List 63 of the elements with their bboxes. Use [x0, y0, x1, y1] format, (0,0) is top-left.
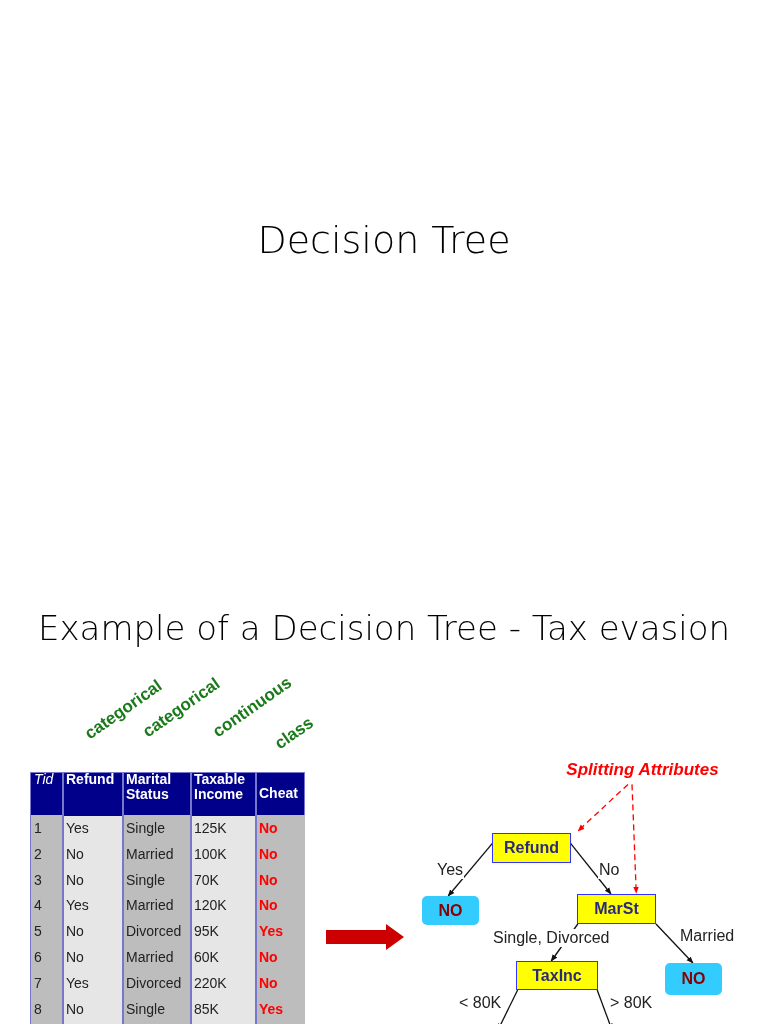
edge-label: Single, Divorced — [492, 929, 611, 947]
header-cell-text: Taxable Income — [193, 772, 247, 802]
table-cell-text: 125K — [193, 819, 228, 838]
table-cell-text: Yes — [65, 819, 90, 838]
table-cell-text: No — [258, 948, 279, 967]
dashed-arrow — [631, 783, 639, 894]
table-cell-text: No — [258, 973, 279, 993]
table-cell-text: Married — [125, 948, 175, 967]
arrow — [596, 989, 613, 1024]
table-cell-text: Divorced — [125, 922, 183, 942]
slide-title: Decision Tree — [256, 218, 512, 262]
header-cell-text: Refund — [65, 772, 116, 789]
header-cell-text: Marital Status — [125, 772, 173, 802]
table-cell-text: 7 — [33, 973, 43, 993]
arrow — [655, 923, 694, 964]
arrow — [447, 842, 494, 897]
table-cell-text: 1 — [33, 819, 43, 838]
table-cell-text: No — [65, 922, 85, 942]
table-cell-text: 3 — [33, 870, 43, 890]
edge-label: No — [598, 861, 621, 879]
dashed-arrow — [577, 783, 629, 832]
table-cell-text: 4 — [33, 896, 43, 916]
table-cell-text: No — [258, 819, 279, 838]
table-cell-text: 8 — [33, 999, 43, 1019]
table-cell-text: 85K — [193, 999, 220, 1019]
arrow — [569, 842, 612, 895]
table-cell-text: Single — [125, 999, 166, 1019]
table-cell-text: No — [65, 999, 85, 1019]
arrow — [497, 989, 519, 1024]
table-cell-text: Yes — [65, 973, 90, 993]
table-cell-text: 6 — [33, 948, 43, 967]
split-node-box: TaxInc — [516, 961, 598, 990]
table-cell-text: 5 — [33, 922, 43, 942]
table-cell-text: Yes — [258, 922, 285, 942]
table-cell-text: 60K — [193, 948, 220, 967]
table-cell-text: Single — [125, 870, 166, 890]
split-node-box: MarSt — [577, 894, 656, 924]
table-cell-text: 100K — [193, 844, 228, 864]
table-cell-text: 220K — [193, 973, 228, 993]
leaf-node-box: NO — [665, 963, 722, 995]
table-cell-text: No — [65, 870, 85, 890]
table-cell-text: Yes — [258, 999, 285, 1019]
slide-heading: Example of a Decision Tree - Tax evasion — [36, 608, 732, 648]
table-cell-text: 70K — [193, 870, 220, 890]
table-cell-text: Single — [125, 819, 166, 838]
table-cell-text: No — [65, 844, 85, 864]
table-cell-text: 2 — [33, 844, 43, 864]
table-cell-text: No — [258, 844, 279, 864]
table-cell-text: No — [258, 896, 279, 916]
table-cell-text: Married — [125, 896, 175, 916]
table-cell-text: Married — [125, 844, 175, 864]
table-cell-text: No — [65, 948, 85, 967]
table-cell-text: 95K — [193, 922, 220, 942]
header-cell-text: Tid — [33, 772, 55, 789]
table-cell-text: Yes — [65, 896, 90, 916]
table-cell-text: Divorced — [125, 973, 183, 993]
header-cell-text: Cheat — [258, 786, 299, 803]
edge-label: Yes — [436, 861, 465, 879]
annotation-text: Splitting Attributes — [555, 758, 730, 782]
split-node-box: Refund — [492, 833, 571, 863]
table-cell-text: No — [258, 870, 279, 890]
leaf-node-box: NO — [422, 896, 479, 925]
table-cell-text: 120K — [193, 896, 228, 916]
